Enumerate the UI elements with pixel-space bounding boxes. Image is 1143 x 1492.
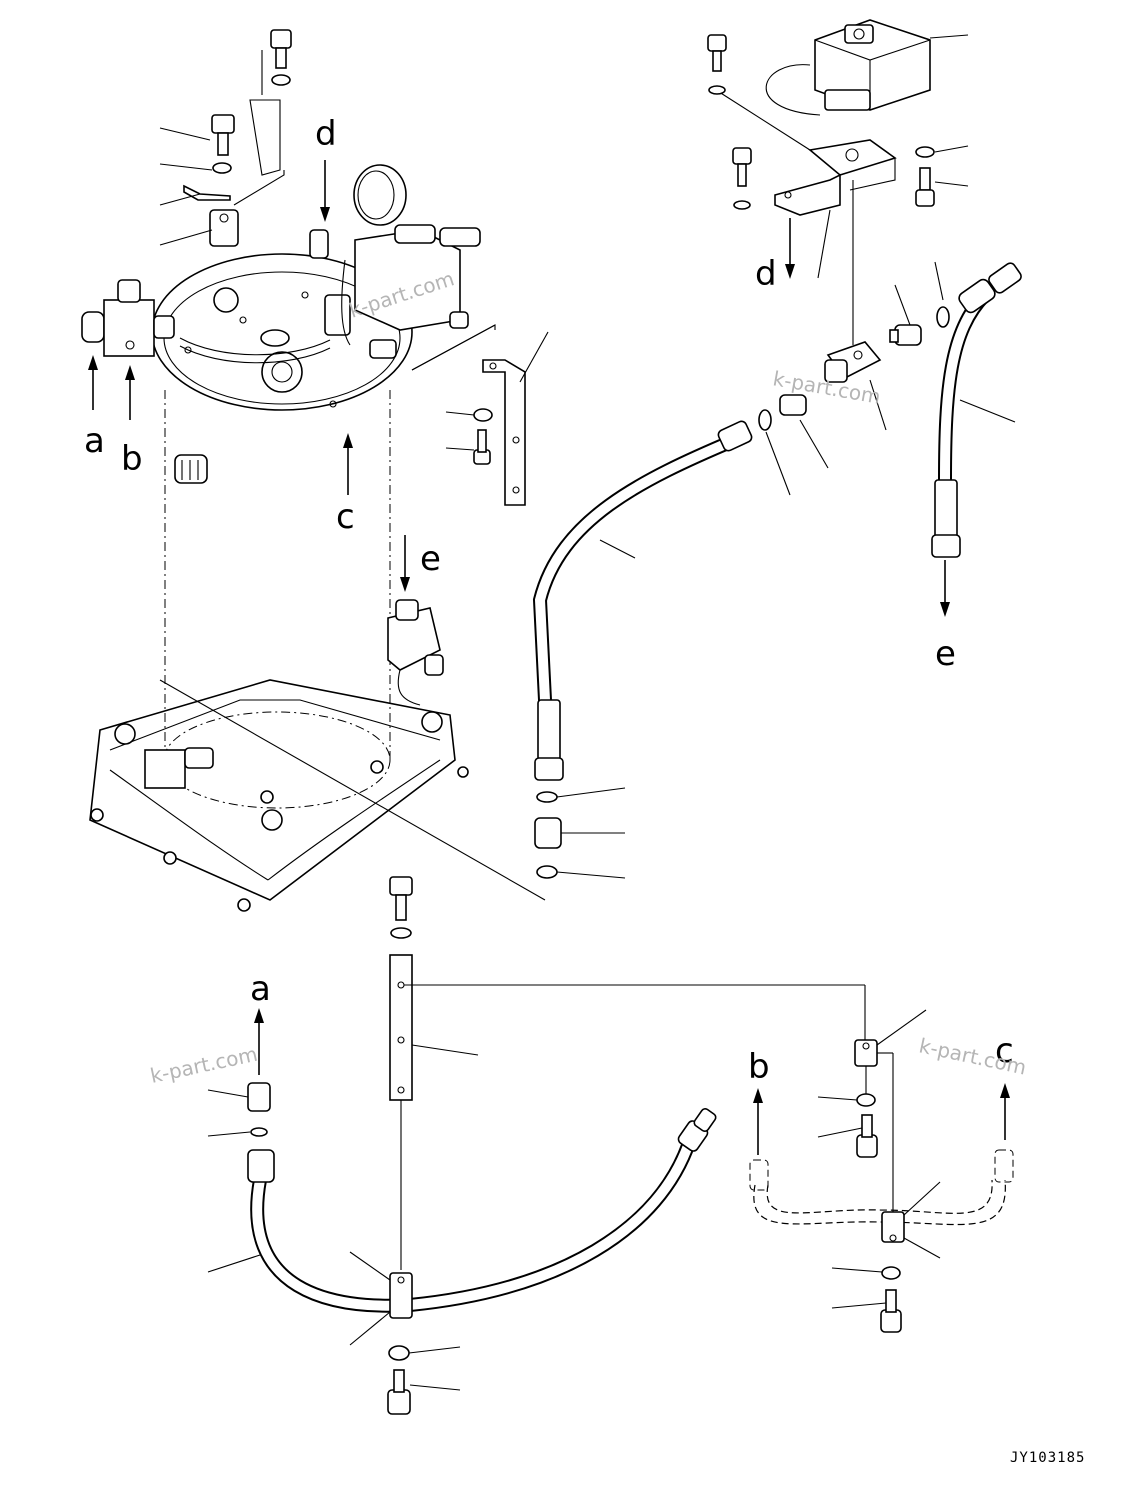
clamp-block-icon	[349, 1251, 461, 1415]
callout-d-left: d	[315, 114, 337, 154]
callout-a-bottom: a	[250, 969, 271, 1009]
filler-plug-icon	[174, 454, 208, 484]
bolt-icon	[389, 876, 413, 939]
switch-bracket-icon	[715, 89, 897, 345]
adapter-fitting-icon	[207, 1082, 271, 1137]
adapter-fitting-icon	[889, 261, 950, 346]
callout-e-right: e	[935, 634, 956, 674]
watermark: k-part.com	[148, 1042, 260, 1088]
hose-bc-ghost-icon	[749, 1149, 1014, 1333]
side-valve-icon	[81, 279, 175, 357]
callout-c-bottom: c	[995, 1031, 1014, 1071]
tank-assembly	[81, 29, 546, 912]
adapter-fitting-icon	[758, 394, 829, 496]
clamp-block-icon	[183, 184, 239, 247]
bolt-icon	[707, 34, 727, 95]
pressure-gauge-icon	[353, 164, 407, 226]
small-clamp-icon	[817, 1009, 927, 1215]
hose-a-icon	[207, 1107, 717, 1313]
mounting-bracket-icon	[445, 331, 549, 506]
callout-b-top: b	[121, 439, 143, 479]
bolt-icon	[211, 114, 235, 174]
base-plate-icon	[89, 679, 469, 912]
callout-c-top: c	[336, 497, 355, 537]
bolt-icon	[270, 29, 292, 86]
bolt-icon	[915, 145, 969, 207]
tee-fitting-icon	[824, 341, 887, 431]
callout-a-top: a	[84, 421, 105, 461]
hose-middle-icon	[532, 420, 753, 781]
clamp-bar-icon	[389, 954, 866, 1270]
callout-b-bottom: b	[748, 1047, 770, 1087]
callout-arrows-upper-left	[88, 160, 410, 592]
drawing-number: JY103185	[1010, 1450, 1085, 1466]
pressure-switch-icon	[765, 19, 969, 116]
hose-right-icon	[931, 262, 1022, 558]
relief-valve-icon	[387, 599, 444, 706]
bolt-icon	[732, 147, 752, 210]
oring-and-adapter-icon	[534, 787, 626, 879]
callout-d-right: d	[755, 254, 777, 294]
callout-e-top: e	[420, 539, 441, 579]
